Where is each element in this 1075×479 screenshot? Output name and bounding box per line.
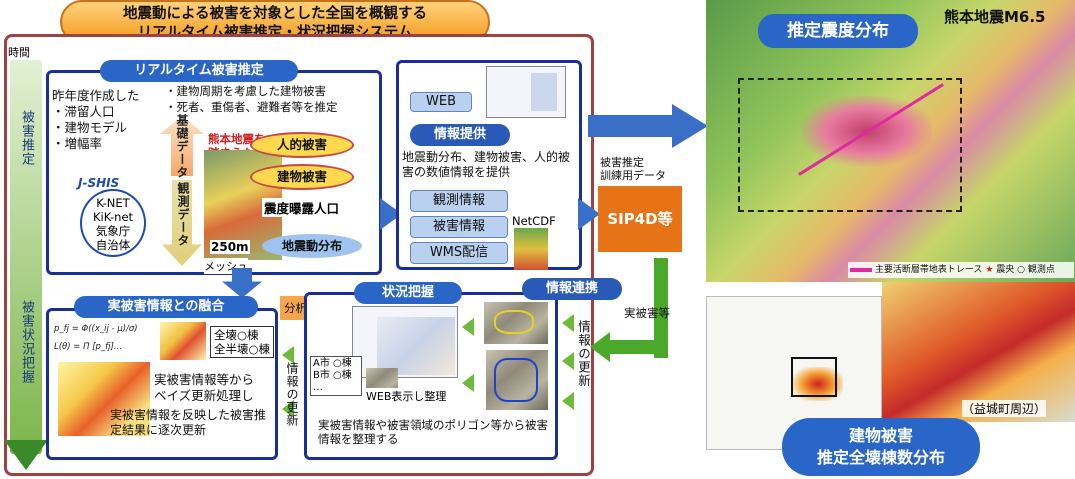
fusion-header: 実被害情報との融合 — [74, 296, 258, 318]
zoom-region-box — [738, 78, 962, 212]
epicenter-icon: ★ — [985, 265, 994, 275]
damage-count-legend: 全壊○棟 全半壊○棟 — [210, 326, 275, 358]
title-line1: 地震動による被害を対象とした全国を概観する — [122, 6, 428, 22]
formula-line1: p_fj = Φ((x_ij - μ)/σ) — [54, 324, 138, 334]
sip-caption: 被害推定 訓練用データ — [600, 156, 666, 182]
web-screenshot-thumbnail — [486, 66, 566, 118]
damage-polygon-photo-2 — [486, 350, 548, 410]
building-damage-result: 建物被害 推定全壊棟数分布 — [782, 418, 980, 476]
fusion-text3: 実被害情報を反映した被害推定結果に逐次更新 — [110, 408, 267, 437]
jshis-logo: J-SHIS — [78, 176, 120, 190]
bullet-amplification: ・増幅率 — [52, 136, 103, 151]
sip-caption-line2: 訓練用データ — [600, 169, 666, 182]
status-header: 状況把握 — [354, 282, 462, 304]
green-connector-horizontal — [608, 340, 668, 354]
actual-damage-label: 実被害等 — [624, 306, 670, 320]
info-link-header: 情報連携 — [522, 278, 622, 300]
polygon-outline-1 — [494, 310, 534, 334]
update-right-label: 情報の更新 — [576, 320, 591, 388]
info-provision-desc: 地震動分布、建物被害、人的被害の数値情報を提供 — [402, 150, 571, 179]
formula-line2: L(θ) = Π [p_fj]… — [54, 342, 123, 352]
netcdf-map-thumb — [514, 228, 548, 270]
damage-zoom-map — [882, 282, 1075, 422]
zoom-selector — [791, 357, 837, 397]
damage-info-button[interactable]: 被害情報 — [410, 216, 508, 238]
city-b-row: B市 ○棟 — [313, 370, 352, 381]
legend-station: 観測点 — [1027, 265, 1055, 275]
update-left-label: 情報の更新 — [285, 362, 299, 427]
stage-damage-estimation: 被害推定 — [19, 110, 34, 166]
green-arrow-status-2 — [282, 400, 294, 418]
source-jma: 気象庁 — [95, 224, 131, 238]
result-line2: 推定全壊棟数分布 — [816, 448, 945, 467]
intro-text: 昨年度作成した — [52, 88, 140, 103]
ground-motion-oval: 地震動分布 — [262, 234, 362, 258]
feature-casualties: ・死者、重傷者、避難者等を推定 — [165, 100, 338, 114]
observation-sources: K-NET KiK-net 気象庁 自治体 — [80, 189, 146, 257]
source-local-gov: 自治体 — [95, 238, 131, 252]
map-legend: 主要活断層帯地表トレース ★ 震央 ○ 観測点 — [848, 262, 1074, 278]
japan-map-thumb — [531, 73, 557, 111]
realtime-estimation-header: リアルタイム被害推定 — [100, 60, 298, 82]
stage-situation-awareness: 被害状況把握 — [19, 300, 34, 384]
web-button[interactable]: WEB — [410, 92, 472, 112]
green-arrow-photo-1 — [462, 318, 474, 336]
sip4d-box: SIP4D等 — [598, 186, 682, 252]
human-damage-oval: 人的被害 — [250, 132, 354, 158]
netcdf-label: NetCDF — [512, 214, 556, 228]
basic-data-label: 基礎データ — [175, 114, 189, 179]
feature-building-period: ・建物周期を考慮した建物被害 — [165, 84, 326, 98]
legend-fault-trace: 主要活断層帯地表トレース — [874, 265, 983, 275]
green-arrowhead — [590, 332, 610, 362]
fusion-map-thumb-1 — [160, 322, 206, 360]
damage-polygon-photo-1 — [484, 302, 548, 344]
earthquake-label: 熊本地震M6.5 — [944, 8, 1046, 26]
green-arrow-link-1 — [562, 314, 574, 332]
green-arrow-status-1 — [282, 346, 294, 364]
analysis-label: 分析 — [284, 301, 307, 315]
observation-info-button[interactable]: 観測情報 — [410, 190, 508, 212]
info-provision-header: 情報提供 — [410, 124, 510, 146]
city-a-row: A市 ○棟 — [313, 358, 352, 369]
building-damage-oval: 建物被害 — [250, 164, 354, 190]
green-arrow-photo-2 — [462, 374, 474, 392]
status-web-screenshot — [352, 306, 458, 378]
green-connector-vertical — [654, 258, 668, 358]
bullet-population: ・滞留人口 — [52, 104, 115, 119]
city-count-table: A市 ○棟 B市 ○棟 … — [310, 356, 362, 396]
fusion-text2: ベイズ更新処理し — [154, 388, 254, 403]
intensity-map-title: 推定震度分布 — [758, 14, 918, 48]
fusion-text1: 実被害情報等から — [154, 372, 255, 387]
exposure-population-label: 震度曝露人口 — [262, 198, 342, 217]
green-arrow-link-2 — [562, 352, 574, 370]
polygon-outline-2 — [494, 358, 538, 402]
observation-data-label: 観測データ — [176, 182, 190, 247]
fusion-map-thumb-2 — [58, 362, 150, 436]
time-axis-bar — [10, 60, 42, 454]
legend-total-collapse: 全壊○棟 — [214, 328, 259, 342]
mesh-size-label: 250m — [210, 240, 250, 254]
station-icon: ○ — [1017, 265, 1026, 275]
result-line1: 建物被害 — [848, 426, 913, 445]
green-arrow-link-3 — [562, 392, 574, 410]
fault-legend-swatch — [850, 267, 872, 272]
source-kiknet: KiK-net — [92, 210, 134, 224]
arrow-to-map — [588, 104, 708, 148]
status-map-area — [377, 317, 455, 375]
time-axis-label: 時間 — [8, 46, 30, 59]
bullet-building-model: ・建物モデル — [52, 120, 128, 135]
zoom-caption: （益城町周辺） — [962, 400, 1047, 417]
legend-epicenter: 震央 — [996, 265, 1015, 275]
time-axis-arrowhead — [4, 440, 48, 470]
status-desc: 実被害情報や被害領域のポリゴン等から被害情報を整理する — [318, 418, 548, 446]
sip-caption-line1: 被害推定 — [600, 156, 644, 169]
city-ellipsis: … — [313, 382, 323, 393]
web-organize-caption: WEB表示し整理 — [364, 388, 449, 404]
arrow-to-sip4d — [578, 198, 600, 230]
legend-partial-collapse: 全半壊○棟 — [214, 342, 271, 356]
wms-delivery-button[interactable]: WMS配信 — [410, 242, 508, 264]
source-knet: K-NET — [96, 196, 130, 210]
